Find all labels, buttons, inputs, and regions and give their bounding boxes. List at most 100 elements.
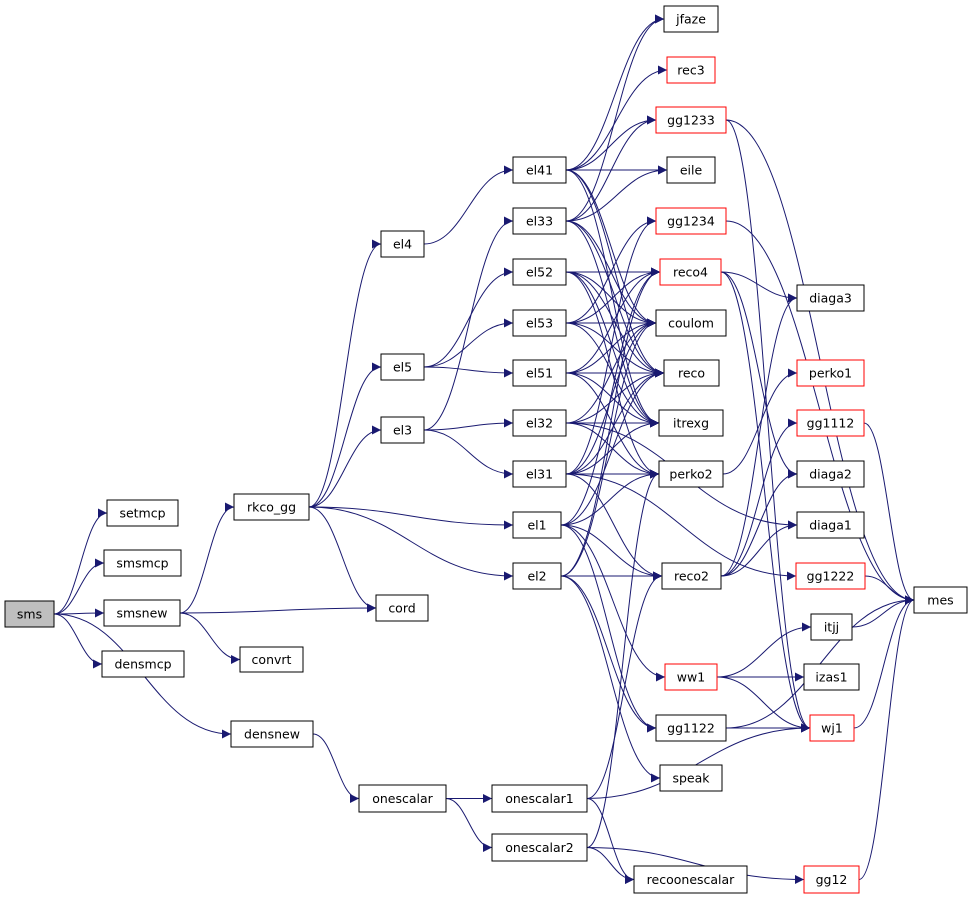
node-recoonescalar[interactable]: recoonescalar [633, 865, 748, 894]
node-el33[interactable]: el33 [512, 207, 567, 235]
node-reco[interactable]: reco [663, 359, 720, 387]
node-box[interactable] [512, 309, 567, 337]
node-coulom[interactable]: coulom [655, 309, 727, 337]
node-gg1122[interactable]: gg1122 [655, 714, 727, 742]
node-box[interactable] [103, 549, 182, 577]
node-el53[interactable]: el53 [512, 309, 567, 337]
node-box[interactable] [658, 460, 724, 488]
node-itrexg[interactable]: itrexg [658, 409, 724, 437]
node-box[interactable] [655, 207, 727, 235]
node-box[interactable] [512, 207, 567, 235]
node-densnew[interactable]: densnew [230, 720, 314, 748]
node-box[interactable] [655, 714, 727, 742]
node-jfaze[interactable]: jfaze [663, 5, 719, 33]
node-box[interactable] [796, 359, 865, 387]
node-densmcp[interactable]: densmcp [101, 650, 185, 678]
node-smsnew[interactable]: smsnew [103, 599, 181, 627]
node-reco4[interactable]: reco4 [659, 258, 722, 286]
node-box[interactable] [803, 865, 860, 894]
node-gg1112[interactable]: gg1112 [796, 409, 865, 437]
node-speak[interactable]: speak [659, 764, 723, 792]
node-box[interactable] [664, 663, 718, 691]
node-rec3[interactable]: rec3 [666, 56, 716, 84]
node-box[interactable] [512, 460, 567, 488]
node-box[interactable] [380, 416, 425, 444]
node-sms[interactable]: sms [4, 600, 55, 628]
node-box[interactable] [4, 600, 55, 628]
node-box[interactable] [655, 106, 727, 134]
node-perko1[interactable]: perko1 [796, 359, 865, 387]
node-box[interactable] [796, 460, 865, 488]
node-box[interactable] [512, 511, 562, 539]
node-box[interactable] [655, 309, 727, 337]
node-box[interactable] [661, 562, 722, 590]
node-el41[interactable]: el41 [512, 156, 567, 184]
node-box[interactable] [633, 865, 748, 894]
node-mes[interactable]: mes [913, 586, 968, 614]
node-setmcp[interactable]: setmcp [106, 499, 179, 527]
node-box[interactable] [803, 663, 860, 691]
node-box[interactable] [659, 258, 722, 286]
node-onescalar1[interactable]: onescalar1 [491, 784, 588, 813]
node-eile[interactable]: eile [666, 156, 716, 184]
node-box[interactable] [233, 493, 310, 521]
node-el51[interactable]: el51 [512, 359, 567, 387]
node-box[interactable] [101, 650, 185, 678]
node-box[interactable] [663, 5, 719, 33]
node-box[interactable] [796, 409, 865, 437]
node-box[interactable] [358, 784, 447, 813]
node-el3[interactable]: el3 [380, 416, 425, 444]
node-box[interactable] [106, 499, 179, 527]
node-box[interactable] [796, 511, 865, 539]
node-diaga3[interactable]: diaga3 [796, 284, 865, 312]
node-diaga2[interactable]: diaga2 [796, 460, 865, 488]
node-box[interactable] [795, 562, 866, 590]
node-box[interactable] [659, 764, 723, 792]
node-box[interactable] [913, 586, 968, 614]
node-el1[interactable]: el1 [512, 511, 562, 539]
node-el52[interactable]: el52 [512, 258, 567, 286]
node-diaga1[interactable]: diaga1 [796, 511, 865, 539]
node-ww1[interactable]: ww1 [664, 663, 718, 691]
node-gg1233[interactable]: gg1233 [655, 106, 727, 134]
node-box[interactable] [666, 156, 716, 184]
node-gg1222[interactable]: gg1222 [795, 562, 866, 590]
node-box[interactable] [512, 359, 567, 387]
node-box[interactable] [809, 714, 855, 742]
node-el32[interactable]: el32 [512, 409, 567, 437]
node-smsmcp[interactable]: smsmcp [103, 549, 182, 577]
node-box[interactable] [103, 599, 181, 627]
node-box[interactable] [658, 409, 724, 437]
node-el31[interactable]: el31 [512, 460, 567, 488]
node-rkco_gg[interactable]: rkco_gg [233, 493, 310, 521]
node-box[interactable] [380, 353, 425, 381]
node-box[interactable] [810, 613, 853, 641]
node-box[interactable] [491, 833, 588, 862]
node-izas1[interactable]: izas1 [803, 663, 860, 691]
node-box[interactable] [663, 359, 720, 387]
node-el4[interactable]: el4 [380, 230, 425, 258]
node-box[interactable] [512, 156, 567, 184]
node-box[interactable] [380, 230, 425, 258]
node-itjj[interactable]: itjj [810, 613, 853, 641]
node-box[interactable] [239, 646, 304, 673]
node-box[interactable] [230, 720, 314, 748]
node-reco2[interactable]: reco2 [661, 562, 722, 590]
node-box[interactable] [512, 562, 562, 590]
node-onescalar[interactable]: onescalar [358, 784, 447, 813]
node-wj1[interactable]: wj1 [809, 714, 855, 742]
node-box[interactable] [666, 56, 716, 84]
node-cord[interactable]: cord [375, 594, 429, 622]
node-el5[interactable]: el5 [380, 353, 425, 381]
node-box[interactable] [512, 409, 567, 437]
node-perko2[interactable]: perko2 [658, 460, 724, 488]
node-gg12[interactable]: gg12 [803, 865, 860, 894]
node-el2[interactable]: el2 [512, 562, 562, 590]
node-gg1234[interactable]: gg1234 [655, 207, 727, 235]
node-box[interactable] [512, 258, 567, 286]
node-box[interactable] [375, 594, 429, 622]
node-box[interactable] [491, 784, 588, 813]
node-box[interactable] [796, 284, 865, 312]
node-convrt[interactable]: convrt [239, 646, 304, 673]
node-onescalar2[interactable]: onescalar2 [491, 833, 588, 862]
